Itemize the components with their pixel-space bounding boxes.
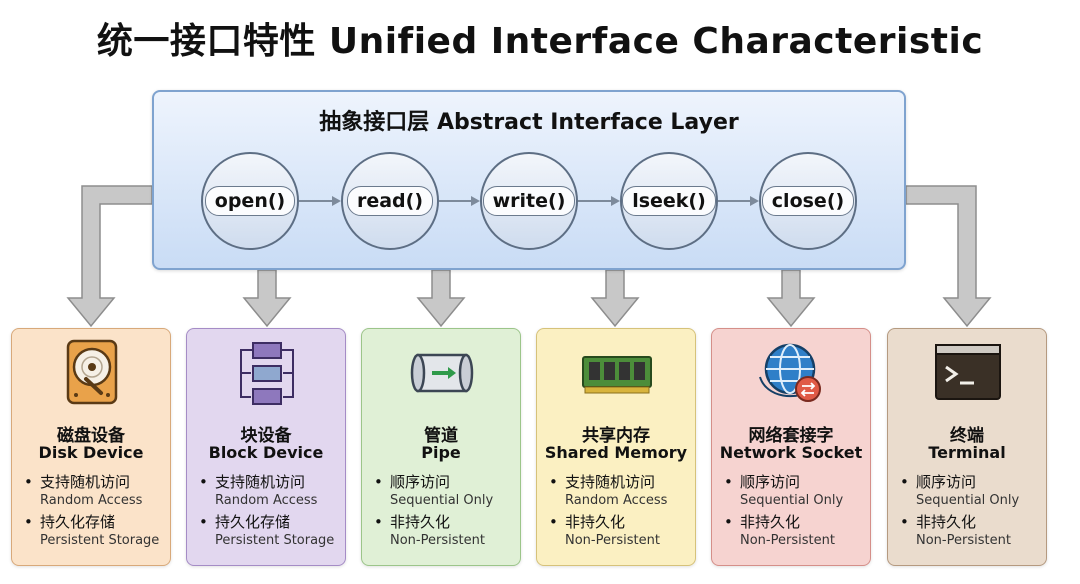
feature-label-zh: 非持久化 (390, 513, 451, 531)
feature-label-en: Sequential Only (390, 493, 494, 508)
device-name-zh: 磁盘设备 (57, 426, 125, 446)
feature-label-en: Random Access (215, 493, 318, 508)
operation-label: open() (204, 186, 296, 216)
device-name-en: Pipe (421, 443, 461, 462)
flow-arrowhead (471, 196, 480, 206)
terminal-icon (935, 344, 1001, 400)
operation-write: write() (480, 152, 578, 250)
device-name-zh: 网络套接字 (748, 426, 834, 446)
feature-label-zh: 持久化存储 (215, 513, 291, 531)
abstract-interface-layer: 抽象接口层 Abstract Interface Layer open() rea… (152, 90, 906, 270)
feature-list: 支持随机访问 Random Access 持久化存储 Persistent Stora… (197, 473, 334, 553)
feature-label-zh: 顺序访问 (916, 473, 977, 491)
feature-label-en: Persistent Storage (40, 533, 160, 548)
feature-label-zh: 非持久化 (916, 513, 977, 531)
feature-label-en: Non-Persistent (565, 533, 660, 548)
feature-list: 支持随机访问 Random Access 非持久化 Non-Persistent (547, 473, 667, 553)
feature-list: 顺序访问 Sequential Only 非持久化 Non-Persistent (722, 473, 843, 553)
operation-flow-arrows (299, 196, 759, 206)
feature-item: 非持久化 Non-Persistent (722, 513, 843, 550)
feature-label-zh: 支持随机访问 (565, 473, 656, 491)
feature-label-zh: 顺序访问 (390, 473, 451, 491)
globe-network-icon (759, 343, 821, 402)
feature-item: 支持随机访问 Random Access (197, 473, 334, 510)
feature-label-en: Random Access (40, 493, 143, 508)
feature-list: 支持随机访问 Random Access 持久化存储 Persistent Stora… (22, 473, 159, 553)
device-name-en: Disk Device (38, 443, 144, 462)
connector-arrow-shared-memory (590, 269, 640, 328)
operation-close: close() (759, 152, 857, 250)
feature-label-en: Random Access (565, 493, 668, 508)
device-name-en: Block Device (208, 443, 324, 462)
connector-arrow-pipe (416, 269, 466, 328)
feature-label-zh: 非持久化 (565, 513, 626, 531)
operation-label: close() (761, 186, 855, 216)
device-name-en: Network Socket (719, 443, 863, 462)
connector-arrow-socket (766, 269, 816, 328)
block-flow-icon (240, 342, 294, 405)
feature-item: 支持随机访问 Random Access (547, 473, 667, 510)
feature-item: 顺序访问 Sequential Only (372, 473, 493, 510)
device-name-en: Shared Memory (544, 443, 688, 462)
feature-item: 非持久化 Non-Persistent (547, 513, 667, 550)
feature-label-en: Sequential Only (916, 493, 1020, 508)
pipe-icon (410, 353, 474, 393)
device-name-zh: 终端 (950, 426, 984, 446)
feature-item: 支持随机访问 Random Access (22, 473, 159, 510)
operation-label: write() (482, 186, 576, 216)
flow-arrowhead (611, 196, 620, 206)
memory-chip-icon (582, 356, 652, 394)
feature-label-en: Non-Persistent (740, 533, 835, 548)
feature-label-en: Persistent Storage (215, 533, 335, 548)
feature-item: 顺序访问 Sequential Only (898, 473, 1019, 510)
feature-label-zh: 非持久化 (740, 513, 801, 531)
connector-arrow-terminal (905, 185, 992, 328)
feature-item: 持久化存储 Persistent Storage (22, 513, 159, 550)
feature-label-en: Non-Persistent (916, 533, 1011, 548)
operation-open: open() (201, 152, 299, 250)
feature-label-zh: 支持随机访问 (40, 473, 131, 491)
operation-label: lseek() (622, 186, 716, 216)
connector-arrow-disk (66, 185, 153, 328)
hard-disk-icon (66, 339, 118, 405)
device-name-zh: 块设备 (240, 426, 292, 446)
device-name-zh: 管道 (424, 426, 458, 446)
feature-label-zh: 持久化存储 (40, 513, 116, 531)
operation-lseek: lseek() (620, 152, 718, 250)
operation-read: read() (341, 152, 439, 250)
feature-list: 顺序访问 Sequential Only 非持久化 Non-Persistent (898, 473, 1019, 553)
feature-item: 非持久化 Non-Persistent (372, 513, 493, 550)
feature-label-en: Non-Persistent (390, 533, 485, 548)
feature-label-zh: 支持随机访问 (215, 473, 306, 491)
flow-arrowhead (332, 196, 341, 206)
feature-list: 顺序访问 Sequential Only 非持久化 Non-Persistent (372, 473, 493, 553)
feature-item: 持久化存储 Persistent Storage (197, 513, 334, 550)
device-name-zh: 共享内存 (582, 426, 650, 446)
feature-item: 非持久化 Non-Persistent (898, 513, 1019, 550)
flow-arrowhead (750, 196, 759, 206)
feature-label-zh: 顺序访问 (740, 473, 801, 491)
diagram-title: 统一接口特性 Unified Interface Characteristic (96, 21, 984, 62)
operation-label: read() (346, 186, 434, 216)
layer-title: 抽象接口层 Abstract Interface Layer (319, 110, 739, 135)
feature-label-en: Sequential Only (740, 493, 844, 508)
feature-item: 顺序访问 Sequential Only (722, 473, 843, 510)
connector-arrow-block (242, 269, 292, 328)
device-name-en: Terminal (928, 443, 1006, 462)
